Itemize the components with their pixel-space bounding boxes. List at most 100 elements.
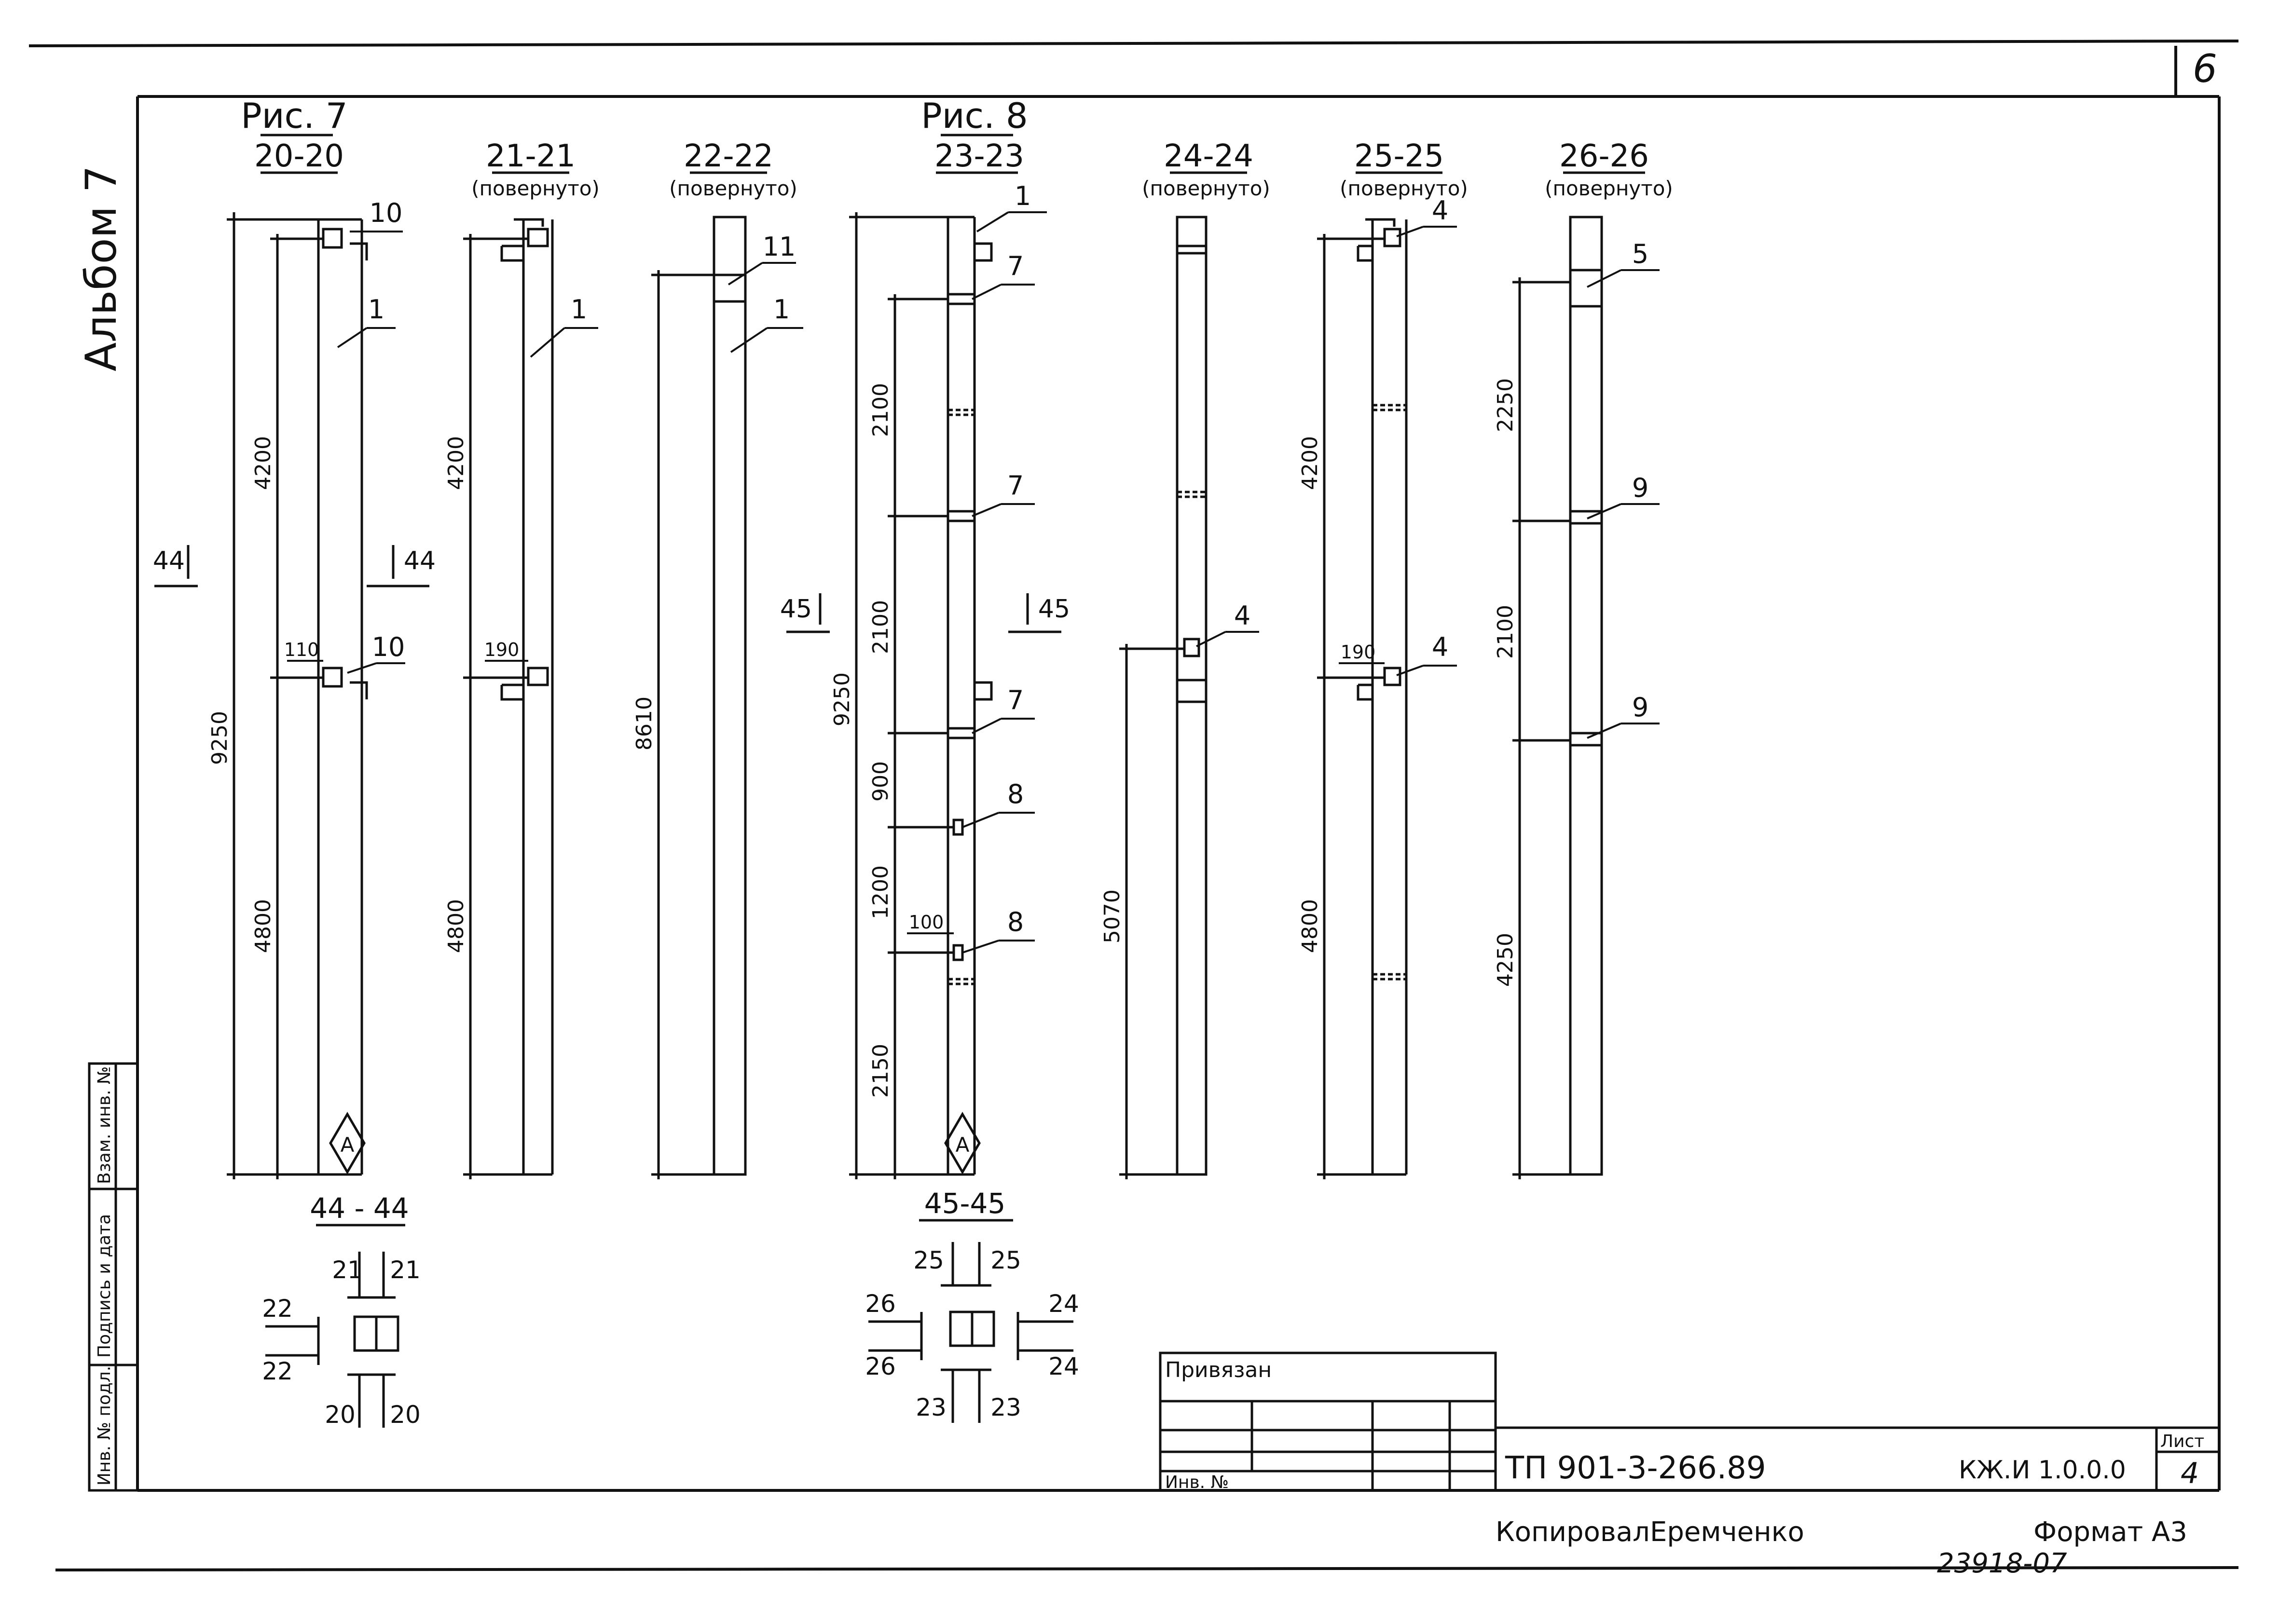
dim-23-offset: 100: [909, 912, 944, 933]
elevation-25-25: 25-25 (повернуто) 4200 4800 190 4: [1298, 138, 1468, 1179]
dim-23-d: 1200: [868, 865, 893, 919]
plan-45-t2: 25: [990, 1246, 1021, 1274]
mark-23-7c: 7: [1007, 685, 1024, 715]
plan-44-l2: 22: [262, 1357, 293, 1385]
plan-45-b2: 23: [990, 1393, 1021, 1421]
stamp-sign-label: Подпись и дата: [95, 1214, 114, 1358]
plan-45-b1: 23: [916, 1393, 947, 1421]
tb-inv-no: Инв. №: [1165, 1473, 1229, 1492]
plan-44-t2: 21: [390, 1256, 421, 1284]
tb-copier-name: Еремченко: [1650, 1516, 1804, 1548]
elev-title-23: 23-23: [934, 138, 1024, 174]
plan-44-b1: 20: [325, 1401, 356, 1429]
dim-20-lower: 4800: [251, 899, 275, 953]
plan-45-r1: 24: [1048, 1290, 1079, 1318]
elev-title-22: 22-22: [684, 138, 773, 174]
mark-20-10a: 10: [370, 198, 403, 228]
title-block: Привязан Инв. № ТП 901-3-266.89 КЖ.И 1.0…: [1159, 1351, 2219, 1579]
left-stamp: Инв. № подл. Подпись и дата Взам. инв. №: [88, 1062, 139, 1492]
plan-45-l2: 26: [865, 1352, 896, 1380]
elev-sub-22: (повернуто): [669, 177, 797, 200]
elev-title-24: 24-24: [1164, 138, 1253, 174]
dim-20-offset: 110: [284, 639, 319, 660]
elev-title-20: 20-20: [254, 138, 344, 174]
dim-23-b: 2100: [868, 600, 893, 654]
diamond-a-mark-icon-20: A: [329, 1112, 366, 1174]
plan-45-r2: 24: [1048, 1352, 1079, 1380]
svg-text:A: A: [956, 1133, 970, 1157]
mark-24-4: 4: [1234, 600, 1250, 631]
cut-45-right: 45: [1038, 595, 1070, 624]
elev-sub-21: (повернуто): [471, 177, 600, 200]
mark-26-9b: 9: [1632, 692, 1648, 723]
tb-sheet-number: 4: [2181, 1457, 2199, 1490]
mark-21-1: 1: [571, 294, 587, 325]
elevation-26-26: 26-26 (повернуто) 2250 2100 4250 5 9 9: [1493, 138, 1673, 1179]
tb-sheet-label: Лист: [2160, 1432, 2204, 1451]
elevation-24-24: 24-24 (повернуто) 5070 4: [1100, 138, 1270, 1179]
mark-23-7a: 7: [1007, 251, 1024, 281]
diamond-a-mark-icon-23: A: [944, 1112, 981, 1174]
fig7-title: Рис. 7: [241, 96, 347, 136]
mark-26-9a: 9: [1632, 473, 1648, 503]
plan-45-title: 45-45: [924, 1187, 1006, 1220]
dim-26-a: 2250: [1493, 378, 1518, 432]
sheet-frame: [28, 40, 2239, 1571]
elevation-23-23: 23-23: [830, 134, 1047, 1179]
dim-26-b: 2100: [1493, 605, 1518, 659]
plan-44-b2: 20: [390, 1401, 421, 1429]
mark-22-11: 11: [763, 232, 796, 262]
mark-25-4b: 4: [1432, 632, 1448, 662]
mark-26-5: 5: [1632, 239, 1648, 269]
elev-title-21: 21-21: [486, 138, 576, 174]
elev-sub-26: (повернуто): [1545, 177, 1673, 200]
mark-22-1: 1: [773, 294, 790, 325]
dim-20-upper: 4200: [251, 436, 275, 490]
tb-document-code: КЖ.И 1.0.0.0: [1959, 1456, 2126, 1485]
cut-44-left: 44: [153, 546, 185, 575]
mark-23-7b: 7: [1007, 470, 1024, 501]
dim-21-upper: 4200: [444, 436, 468, 490]
dim-23-a: 2100: [868, 383, 893, 437]
cut-44-right: 44: [404, 546, 436, 575]
album-label: Альбом 7: [76, 165, 126, 371]
fig8-title: Рис. 8: [921, 96, 1028, 136]
dim-24-total: 5070: [1100, 889, 1125, 943]
dim-22-total: 8610: [632, 696, 657, 751]
dim-25-upper: 4200: [1298, 436, 1322, 490]
plan-44-l1: 22: [262, 1295, 293, 1323]
dim-23-total: 9250: [830, 672, 854, 726]
mark-23-8a: 8: [1007, 779, 1024, 809]
tb-project-code: ТП 901-3-266.89: [1505, 1450, 1766, 1486]
dim-25-offset: 190: [1341, 641, 1376, 663]
plan-45-l1: 26: [865, 1290, 896, 1318]
elev-sub-25: (повернуто): [1340, 177, 1468, 200]
plan-44-t1: 21: [332, 1256, 363, 1284]
elev-sub-24: (повернуто): [1142, 177, 1270, 200]
plan-44-44: 44 - 44 21 21 22 22 20 20: [262, 1192, 421, 1429]
dim-25-lower: 4800: [1298, 899, 1322, 953]
elevation-20-20: 20-20 A 9250 4200 4800 110 10: [207, 134, 405, 1179]
plan-45-t1: 25: [913, 1246, 944, 1274]
sheet-number-top: 6: [2193, 46, 2217, 91]
dim-23-e: 2150: [868, 1044, 893, 1098]
cut-45-left: 45: [780, 595, 812, 624]
tb-format: Формат А3: [2033, 1516, 2187, 1548]
dim-26-c: 4250: [1493, 933, 1518, 987]
elev-title-26: 26-26: [1559, 138, 1649, 174]
figure-headings: Рис. 7 Рис. 8: [241, 96, 1028, 136]
stamp-inv-label: Инв. № подл.: [95, 1366, 114, 1486]
plan-44-title: 44 - 44: [310, 1192, 409, 1225]
dim-21-lower: 4800: [444, 899, 468, 953]
plan-45-45: 45-45 25 25 26 26 24 24 23 23: [865, 1187, 1079, 1423]
elevation-22-22: 22-22 (повернуто) 8610 11 1: [632, 138, 803, 1179]
section-cut-44: 44 44: [153, 545, 436, 587]
mark-20-1: 1: [368, 294, 384, 325]
mark-25-4a: 4: [1432, 195, 1448, 226]
section-cut-45: 45 45: [780, 593, 1070, 633]
mark-23-1: 1: [1015, 181, 1031, 211]
stamp-replace-label: Взам. инв. №: [95, 1066, 114, 1184]
elev-title-25: 25-25: [1354, 138, 1444, 174]
svg-text:A: A: [341, 1133, 355, 1157]
